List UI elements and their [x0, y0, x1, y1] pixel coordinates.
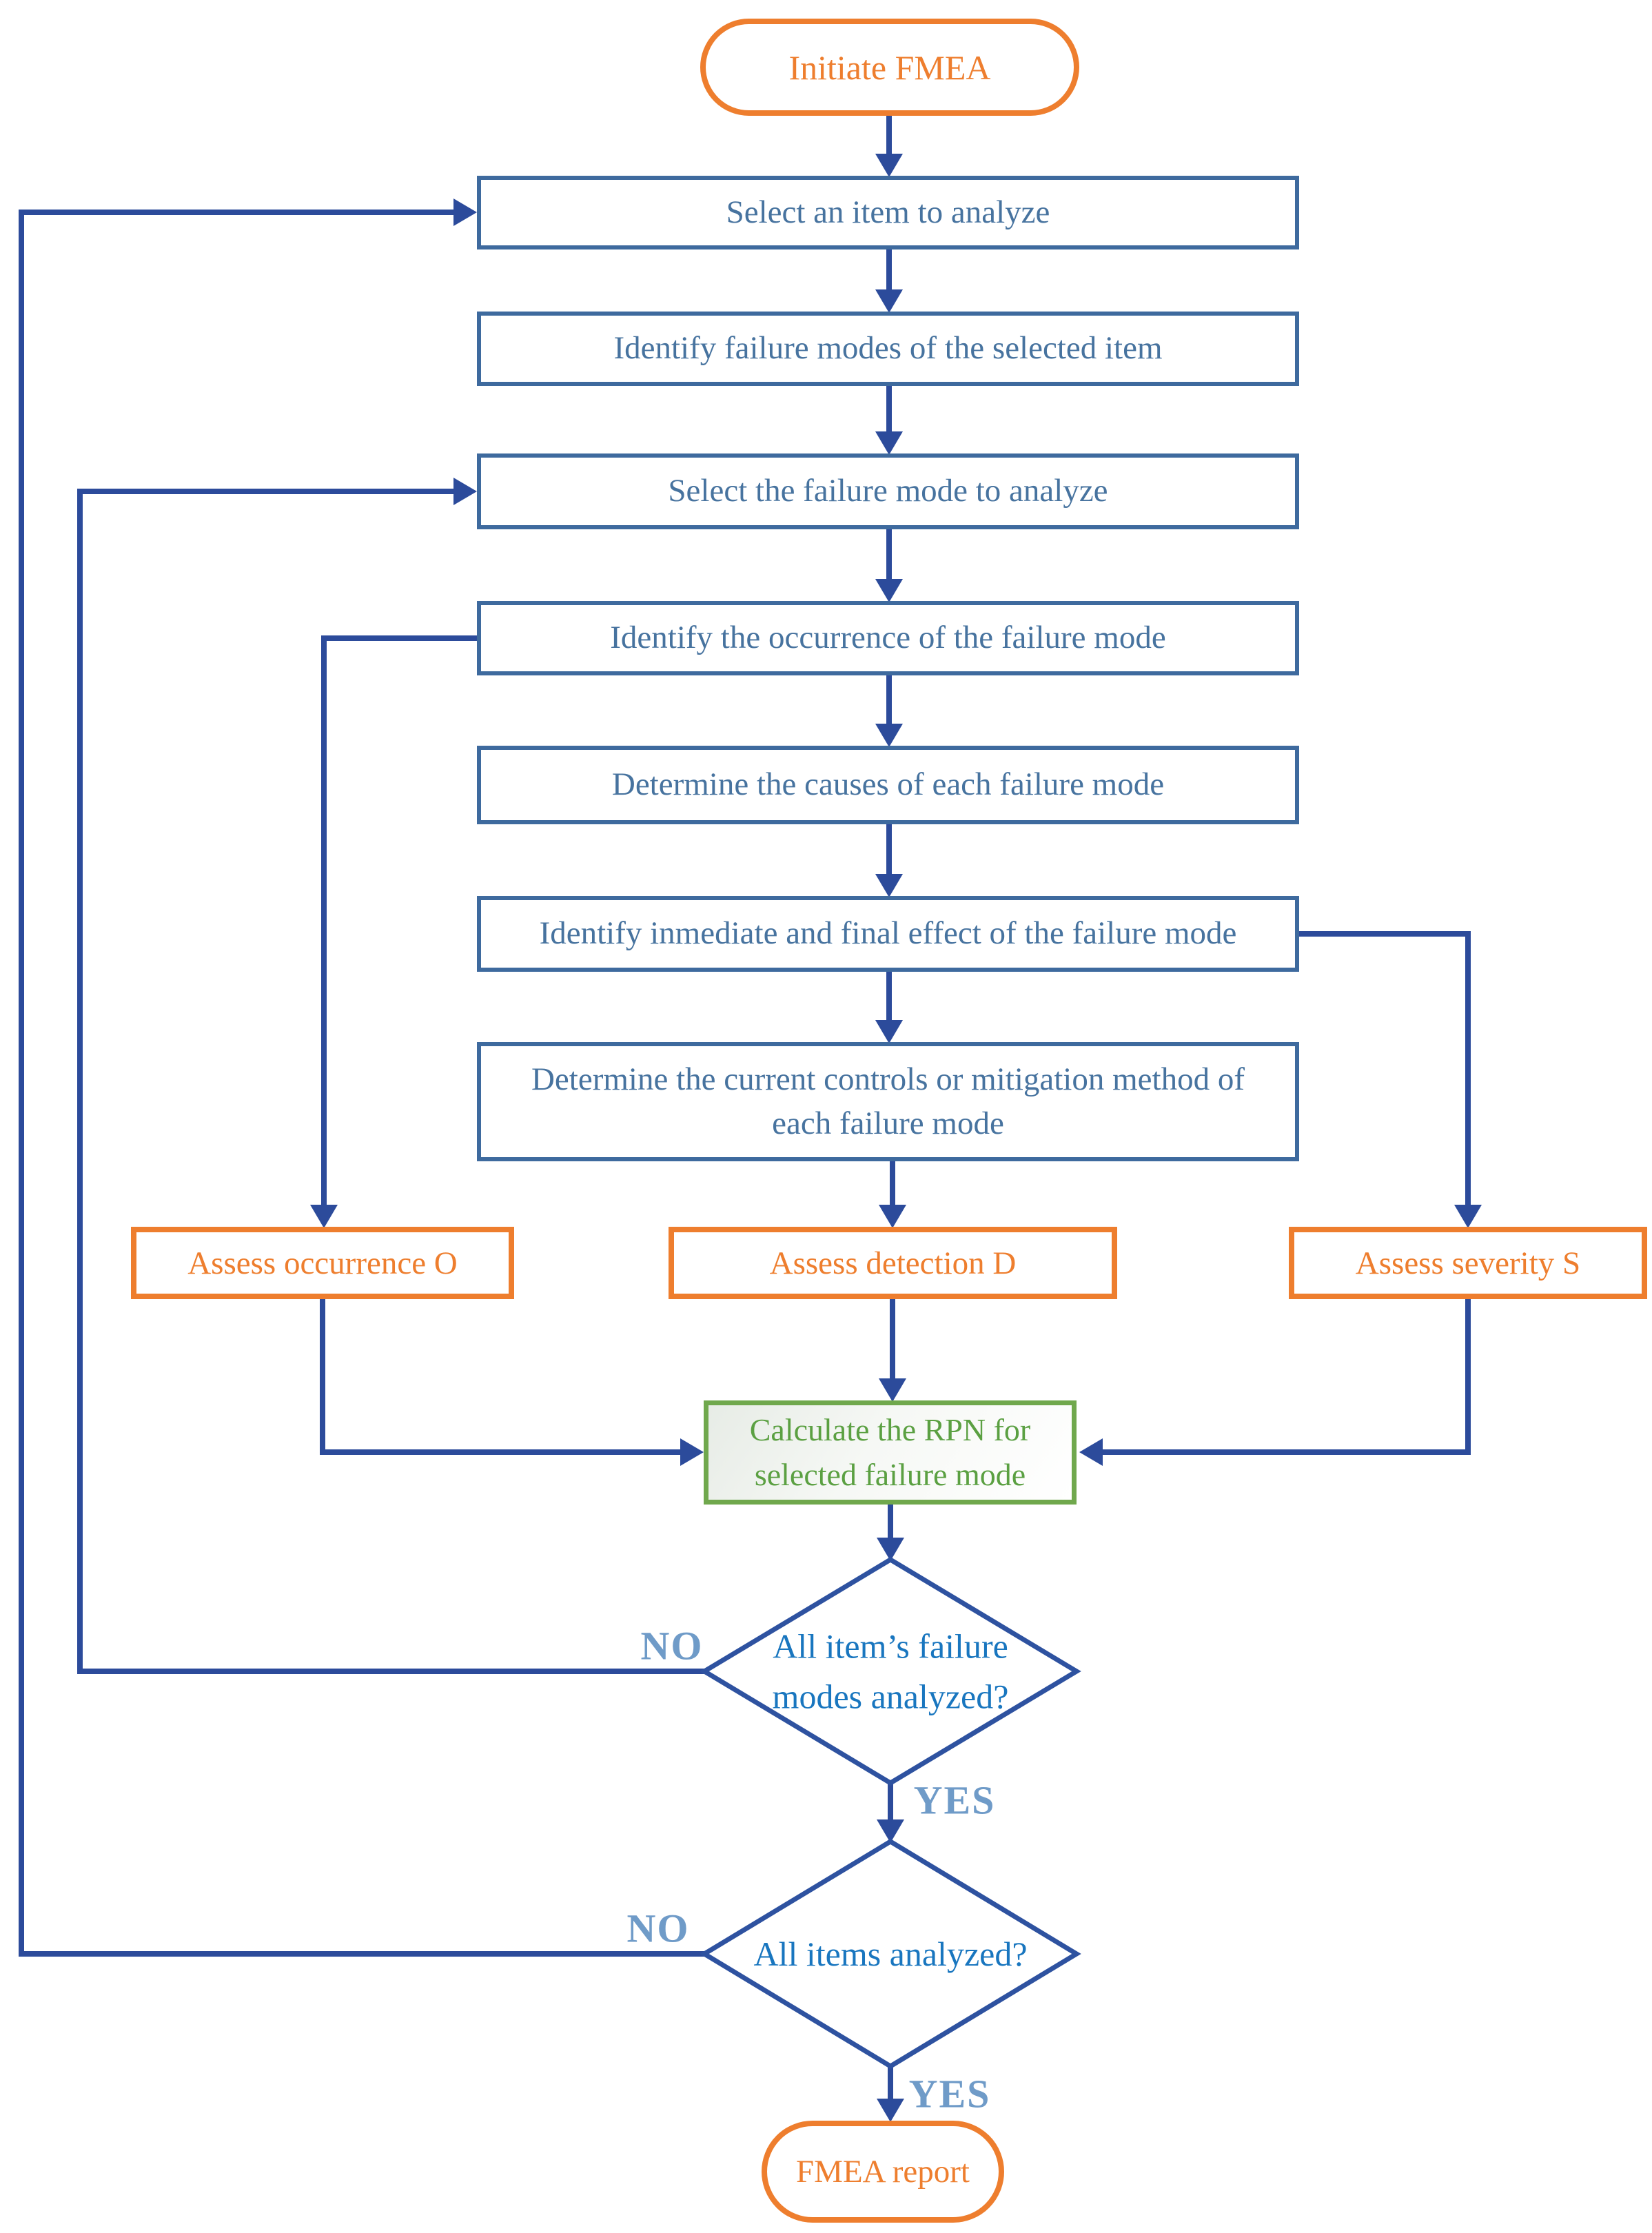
process-identify-effects: Identify inmediate and final effect of t…	[477, 896, 1299, 972]
process-select-item-label: Select an item to analyze	[726, 194, 1050, 230]
process-determine-controls-label: Determine the current controls or mitiga…	[531, 1061, 1245, 1141]
decision-all-failure-modes-analyzed	[700, 1556, 1081, 1786]
process-determine-causes: Determine the causes of each failure mod…	[477, 746, 1299, 824]
process-identify-effects-label: Identify inmediate and final effect of t…	[539, 915, 1237, 952]
edge-assess-severity-to-calculate-rpn	[1079, 1298, 1471, 1466]
edge-identify-effects-to-determine-controls	[875, 970, 903, 1043]
edge-identify-effects-to-assess-severity	[1296, 931, 1482, 1228]
process-determine-causes-label: Determine the causes of each failure mod…	[611, 766, 1165, 803]
assess-severity-label: Assess severity S	[1355, 1245, 1581, 1281]
edge-select-item-to-identify-failure-modes	[875, 248, 903, 313]
process-select-item: Select an item to analyze	[477, 176, 1299, 249]
edge-identify-occurrence-to-assess-occurrence	[310, 635, 480, 1228]
edge-select-failure-mode-to-identify-occurrence	[875, 528, 903, 602]
calculate-rpn-box: Calculate the RPN for selected failure m…	[704, 1400, 1077, 1505]
decision-all-items-analyzed	[700, 1838, 1081, 2070]
edge-determine-causes-to-identify-effects	[875, 823, 903, 897]
edge-determine-controls-to-assess-detection	[879, 1160, 906, 1228]
assess-detection-box: Assess detection D	[669, 1227, 1117, 1299]
process-identify-failure-modes-label: Identify failure modes of the selected i…	[613, 330, 1163, 367]
start-label: Initiate FMEA	[788, 48, 991, 87]
edge-items-decision-yes	[877, 2065, 904, 2122]
process-select-failure-mode: Select the failure mode to analyze	[477, 453, 1299, 529]
edge-start-to-select-item	[875, 114, 903, 177]
items-no-label: NO	[626, 1906, 690, 1951]
process-select-failure-mode-label: Select the failure mode to analyze	[668, 473, 1108, 509]
report-terminator: FMEA report	[762, 2121, 1004, 2223]
start-terminator: Initiate FMEA	[700, 19, 1079, 116]
assess-detection-label: Assess detection D	[769, 1245, 1017, 1281]
assess-occurrence-box: Assess occurrence O	[131, 1227, 514, 1299]
assess-occurrence-label: Assess occurrence O	[187, 1245, 458, 1281]
edge-assess-detection-to-calculate-rpn	[879, 1298, 906, 1402]
decision-failure-modes-label: All item’s failure modes analyzed?	[772, 1627, 1009, 1716]
failure-modes-no-label: NO	[640, 1623, 704, 1669]
edge-items-decision-no-loop	[19, 198, 706, 1957]
report-label: FMEA report	[796, 2154, 970, 2190]
process-identify-failure-modes: Identify failure modes of the selected i…	[477, 312, 1299, 386]
process-determine-controls: Determine the current controls or mitiga…	[477, 1042, 1299, 1161]
edge-assess-occurrence-to-calculate-rpn	[320, 1298, 704, 1466]
edge-failure-modes-decision-yes	[877, 1782, 904, 1843]
edge-identify-failure-modes-to-select-failure-mode	[875, 385, 903, 455]
edge-failure-modes-decision-no-loop	[77, 478, 706, 1674]
calculate-rpn-label: Calculate the RPN for selected failure m…	[749, 1412, 1031, 1492]
process-identify-occurrence: Identify the occurrence of the failure m…	[477, 601, 1299, 675]
assess-severity-box: Assess severity S	[1289, 1227, 1647, 1299]
failure-modes-yes-label: YES	[913, 1777, 996, 1823]
decision-items-label: All items analyzed?	[753, 1934, 1028, 1973]
edge-calculate-rpn-to-failure-modes-decision	[877, 1503, 904, 1561]
edge-identify-occurrence-to-determine-causes	[875, 674, 903, 747]
items-yes-label: YES	[908, 2071, 991, 2117]
process-identify-occurrence-label: Identify the occurrence of the failure m…	[610, 620, 1166, 656]
